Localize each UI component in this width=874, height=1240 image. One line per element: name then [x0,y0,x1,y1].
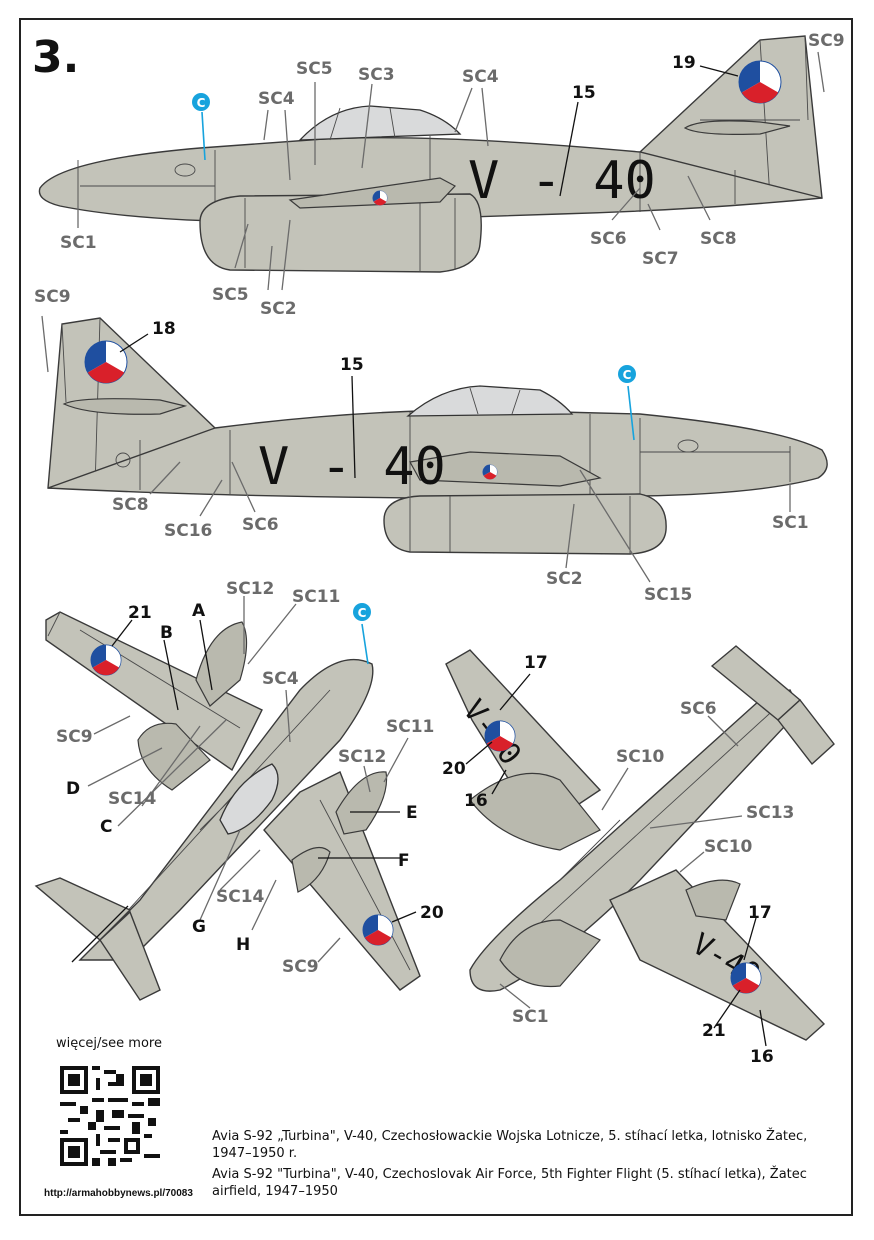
callout-sc9-top-b: SC9 [282,957,319,977]
callout-sc1-left: SC1 [60,233,97,253]
callout-21-bottom: 21 [702,1021,726,1041]
callout-sc7-left: SC7 [642,249,679,269]
callout-c-top: C [100,817,112,837]
callout-sc14-top-a: SC14 [108,789,157,809]
callout-d-top: D [66,779,80,799]
callout-sc9-left: SC9 [808,31,845,51]
callout-sc11-top-b: SC11 [386,717,434,737]
caption-polish: Avia S-92 „Turbina", V-40, Czechosłowack… [212,1129,808,1161]
callout-16-bottom-b: 16 [750,1047,774,1067]
callout-15-right: 15 [340,355,364,375]
top-view: 21 B A SC12 SC11 C SC4 SC9 D SC14 C SC11… [34,579,444,1001]
callout-20-top: 20 [420,903,444,923]
fuselage-code-right: V - 40 [258,437,446,497]
wing-roundel-bottom-b [730,962,762,994]
caption-english: Avia S-92 "Turbina", V-40, Czechoslovak … [212,1167,807,1199]
callout-sc13-bottom: SC13 [746,803,794,823]
left-side-view: V - 40 C SC1 SC5 SC3 SC4 SC4 15 19 SC9 S… [38,31,845,319]
callout-h-top: H [236,935,250,955]
callout-sc5-left-bottom: SC5 [212,285,249,305]
callout-a-top: A [192,601,206,621]
callout-sc10-bottom-b: SC10 [704,837,753,857]
wing-roundel-top-right [362,914,394,946]
callout-b-top: B [160,623,173,643]
callout-21-top: 21 [128,603,152,623]
callout-sc2-left: SC2 [260,299,297,319]
callout-sc6-bottom: SC6 [680,699,717,719]
right-side-view: V - 40 SC9 18 15 C SC8 SC16 SC6 SC2 SC15… [34,287,828,605]
wing-roundel-top-left [90,644,122,676]
callout-g-top: G [192,917,206,937]
callout-19-left: 19 [672,53,696,73]
qr-code[interactable] [60,1066,160,1166]
fin-roundel-right [84,340,128,384]
paint-callout-c-top: C [358,606,367,620]
paint-callout-c-right: C [623,368,632,382]
callout-sc15-right: SC15 [644,585,692,605]
callout-sc6-right: SC6 [242,515,279,535]
callout-sc3-left: SC3 [358,65,395,85]
fin-roundel-left [738,60,782,104]
paint-callout-c-left: C [197,96,206,110]
callout-20-bottom: 20 [442,759,466,779]
callout-sc9-top-a: SC9 [56,727,93,747]
callout-sc8-right: SC8 [112,495,149,515]
callout-sc4-top: SC4 [262,669,299,689]
callout-sc5-left-top: SC5 [296,59,333,79]
see-more-label: więcej/see more [56,1036,162,1051]
callout-sc6-left: SC6 [590,229,627,249]
callout-sc12-top-a: SC12 [226,579,274,599]
callout-sc9-right: SC9 [34,287,71,307]
callout-sc10-bottom-a: SC10 [616,747,665,767]
callout-sc1-bottom: SC1 [512,1007,549,1027]
sheet-number: 3. [32,32,80,83]
callout-sc11-top-a: SC11 [292,587,340,607]
callout-sc4-left-a: SC4 [258,89,295,109]
bottom-view: V-40 V-40 17 20 16 SC6 SC10 SC13 SC10 17… [442,645,835,1067]
wing-roundel-bottom-a [484,720,516,752]
callout-17-bottom-b: 17 [748,903,772,923]
callout-sc16-right: SC16 [164,521,212,541]
callout-15-left: 15 [572,83,596,103]
callout-sc8-left: SC8 [700,229,737,249]
callout-18-right: 18 [152,319,176,339]
fuselage-code-left: V - 40 [468,151,656,211]
callout-17-bottom-a: 17 [524,653,548,673]
callout-sc1-right: SC1 [772,513,809,533]
callout-16-bottom-a: 16 [464,791,488,811]
callout-sc4-left-b: SC4 [462,67,499,87]
callout-sc2-right: SC2 [546,569,583,589]
callout-e-top: E [406,803,418,823]
callout-sc12-top-b: SC12 [338,747,386,767]
website-link[interactable]: http://armahobbynews.pl/70083 [44,1188,193,1199]
callout-sc14-top-b: SC14 [216,887,265,907]
callout-f-top: F [398,851,410,871]
